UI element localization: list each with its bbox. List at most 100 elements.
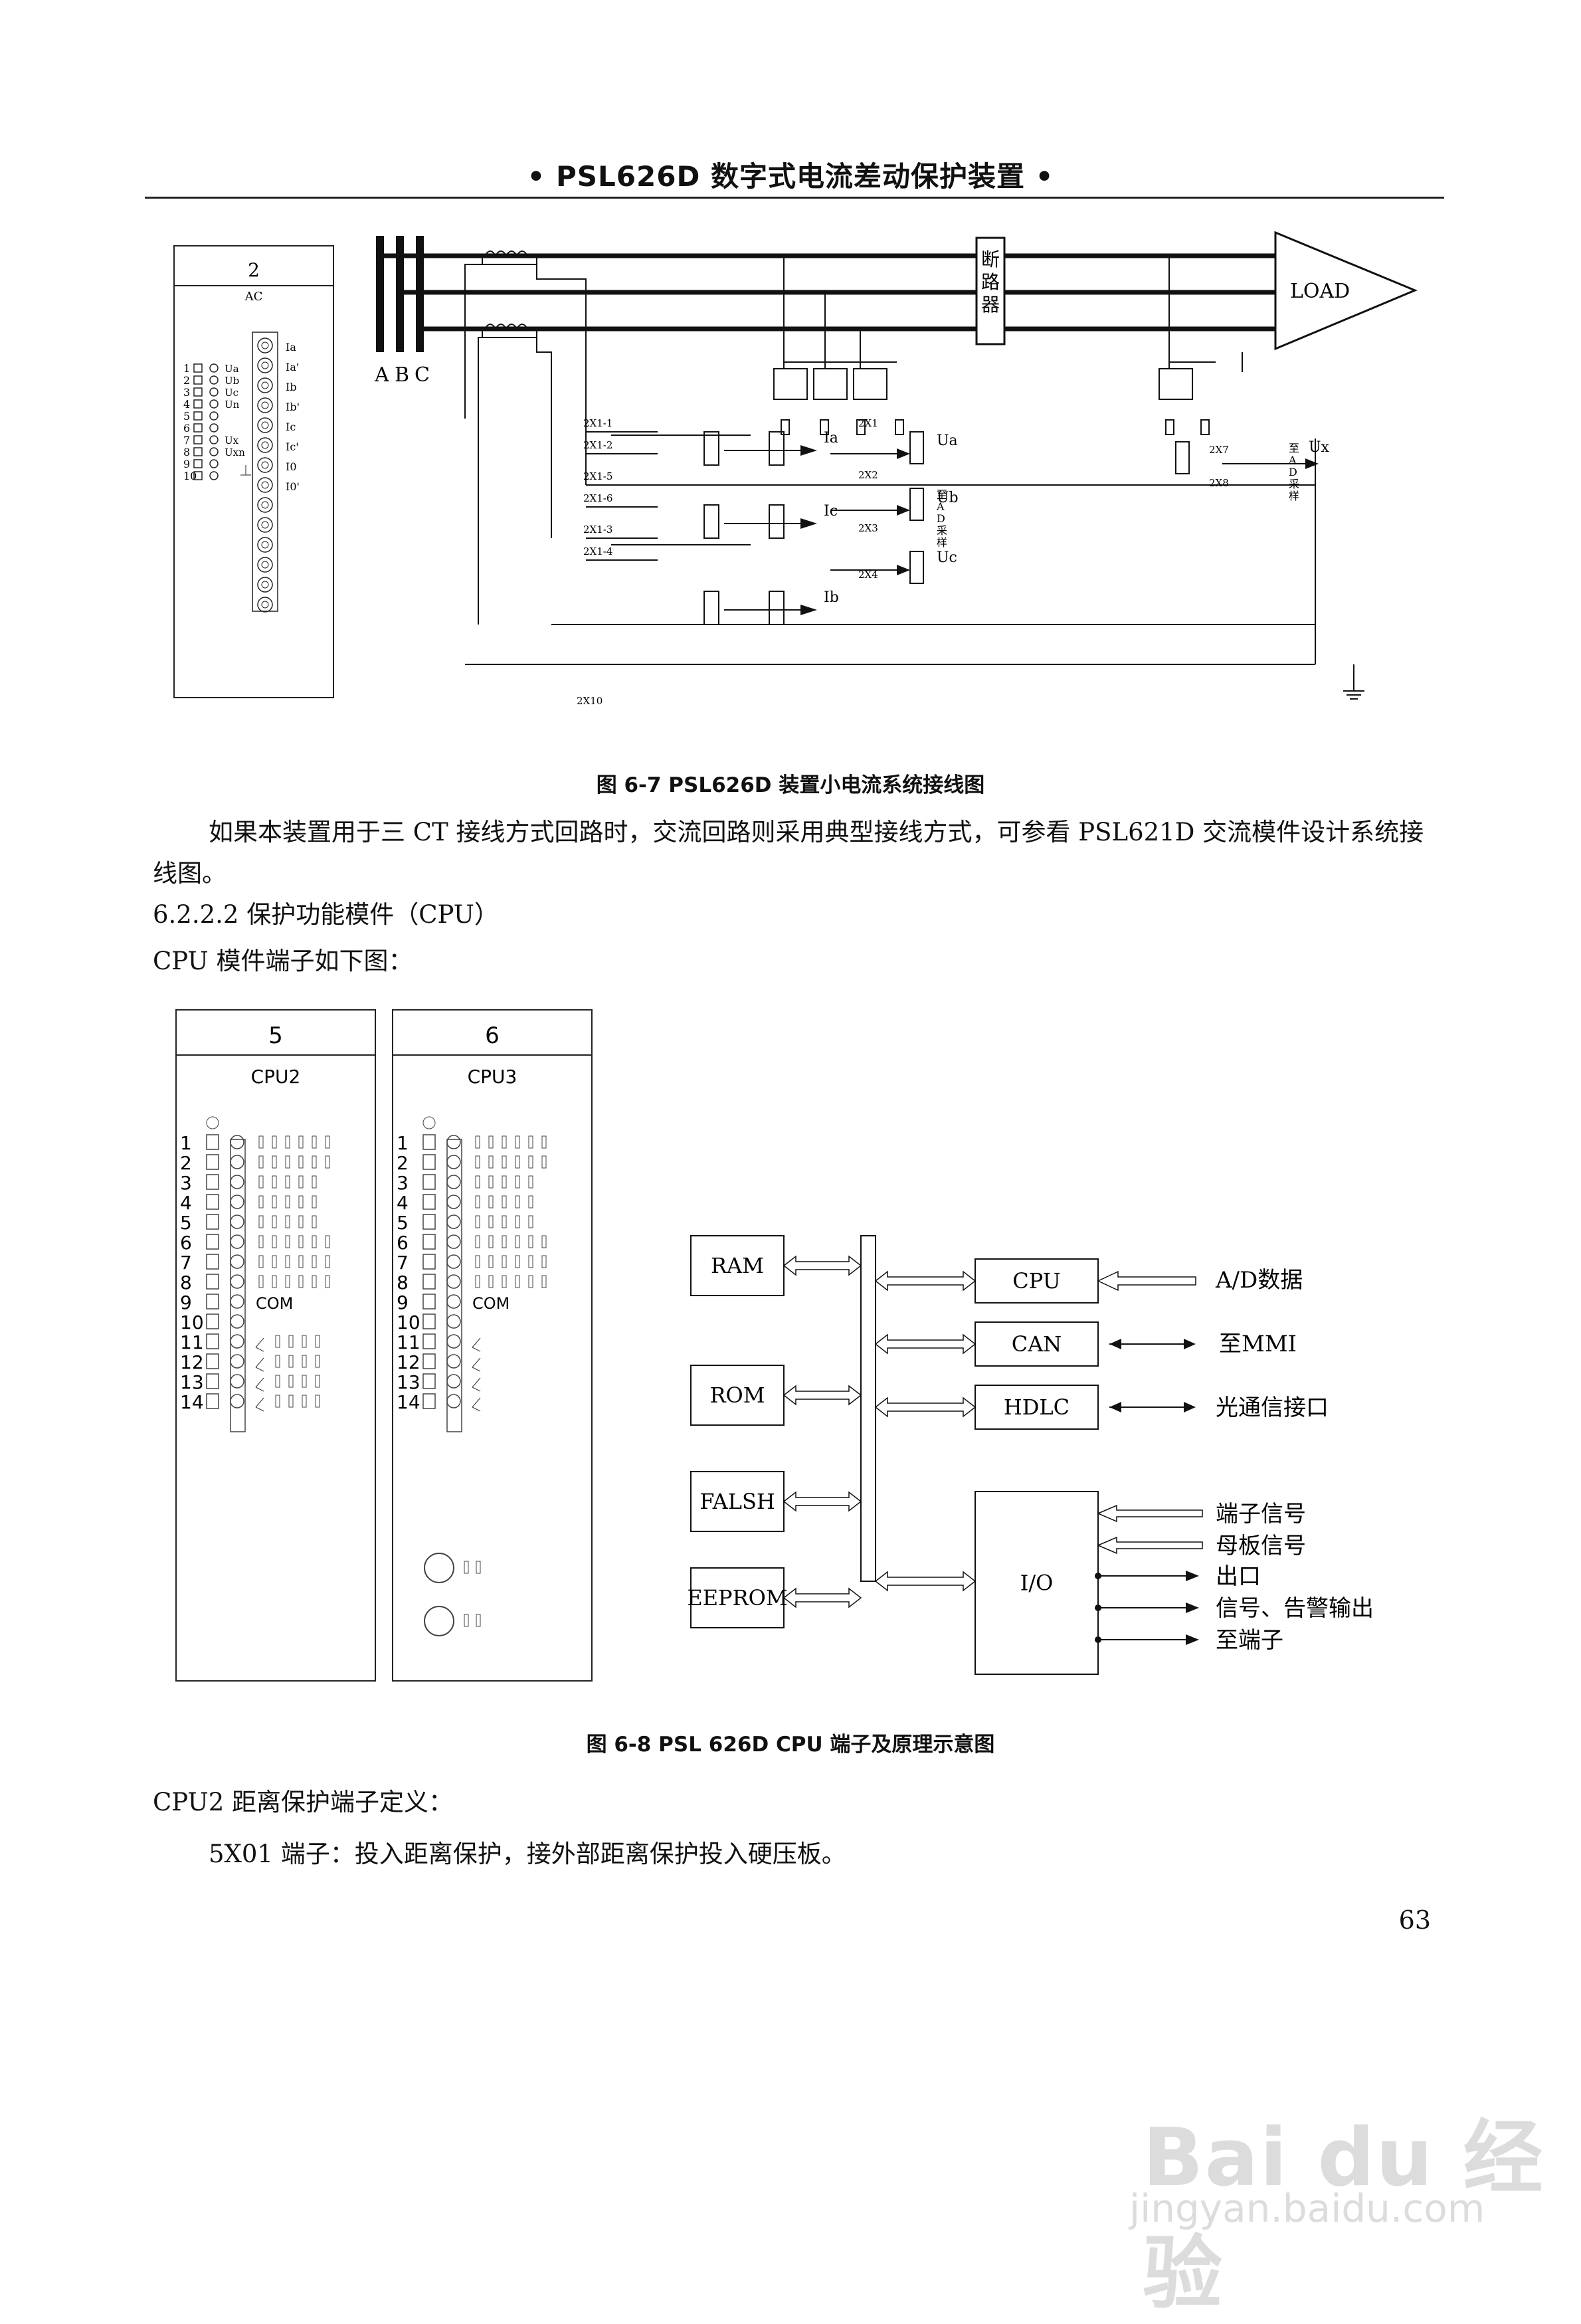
terminal-box xyxy=(193,411,203,421)
terminal-left-label: Uxn xyxy=(225,446,245,458)
signal-lines xyxy=(724,450,1309,611)
page-number: 63 xyxy=(1398,1905,1431,1935)
terminal-box xyxy=(193,387,203,397)
current-terminal-label: 2X1-4 xyxy=(583,545,612,557)
module-name-label: AC xyxy=(244,290,263,304)
current-arrows xyxy=(800,445,1319,615)
optical-interface-label: 光通信接口 xyxy=(1216,1395,1329,1421)
bus-arrow xyxy=(783,1587,862,1608)
terminal-screw xyxy=(446,1394,461,1408)
terminal-number: 6 xyxy=(180,1232,192,1254)
terminal-screw-inner xyxy=(261,561,269,569)
terminal-screw xyxy=(209,411,219,421)
terminal-screw xyxy=(446,1195,461,1209)
phase-b-label: B xyxy=(395,363,409,387)
terminal-box xyxy=(422,1194,436,1210)
terminal-box xyxy=(422,1393,436,1409)
io-label: 至端子 xyxy=(1216,1627,1283,1654)
terminal-screw xyxy=(257,597,273,613)
rom-block-label: ROM xyxy=(709,1383,765,1408)
terminal-screw xyxy=(230,1354,244,1369)
terminal-number: 9 xyxy=(180,1292,192,1313)
bus-arrow xyxy=(874,1571,976,1592)
terminal-box xyxy=(193,399,203,409)
terminal-screw xyxy=(230,1155,244,1169)
terminal-screw xyxy=(257,338,273,353)
terminal-number: 1 xyxy=(180,1132,192,1154)
terminal-box xyxy=(193,435,203,444)
terminal-box xyxy=(422,1333,436,1349)
current-terminal-label: 2X1-1 xyxy=(583,417,612,429)
terminal-number: 8 xyxy=(397,1272,409,1294)
terminal-number: 2 xyxy=(183,374,190,387)
terminal-screw xyxy=(257,557,273,573)
terminal-screw xyxy=(209,375,219,385)
terminal-number: 11 xyxy=(397,1331,420,1353)
terminal-number: 5 xyxy=(397,1212,409,1234)
terminal-screw xyxy=(209,435,219,444)
terminal-screw-inner xyxy=(261,501,269,509)
terminal-box xyxy=(206,1214,219,1230)
terminal-screw-inner xyxy=(261,581,269,589)
terminal-right-label: Ia xyxy=(286,341,296,353)
current-terminal-label: 2X1-6 xyxy=(583,492,612,504)
terminal-screw xyxy=(257,457,273,473)
terminal-box xyxy=(422,1154,436,1170)
terminal-box xyxy=(193,471,203,480)
io-label: 端子信号 xyxy=(1216,1501,1306,1527)
terminal-screw xyxy=(230,1394,244,1408)
page-header-title: • PSL626D 数字式电流差动保护装置 • xyxy=(527,160,1054,193)
current-wiring xyxy=(464,264,1316,665)
terminal-screw-inner xyxy=(261,341,269,349)
terminal-box xyxy=(422,1214,436,1230)
terminal-screw-inner xyxy=(261,401,269,409)
terminal-box xyxy=(206,1194,219,1210)
paragraph-3: 5X01 端子：投入距离保护，接外部距离保护投入硬压板。 xyxy=(209,1840,846,1868)
terminal-screw xyxy=(209,399,219,409)
terminal-box xyxy=(206,1373,219,1389)
terminal-screw xyxy=(257,517,273,533)
terminal-number: 2 xyxy=(397,1152,409,1174)
terminal-screw xyxy=(257,477,273,493)
terminal-strip xyxy=(252,332,278,612)
current-terminal-label: 2X1-2 xyxy=(583,439,612,451)
hdlc-block xyxy=(975,1385,1099,1430)
terminal-number: 1 xyxy=(397,1132,409,1154)
bus-arrow xyxy=(874,1333,976,1355)
terminal-number: 4 xyxy=(180,1192,192,1214)
terminal-number: 13 xyxy=(180,1371,204,1393)
voltage-terminal-label: 2X2 xyxy=(858,469,878,481)
module-number-label: 6 xyxy=(485,1022,500,1049)
mmi-label: 至MMI xyxy=(1219,1331,1297,1357)
terminal-screw xyxy=(209,471,219,480)
fuses xyxy=(781,419,1210,435)
terminal-right-label: Ic xyxy=(286,421,296,433)
terminal-right-label: Ib' xyxy=(286,401,300,413)
paragraph-1: 如果本装置用于三 CT 接线方式回路时，交流回路则采用典型接线方式，可参看 PS… xyxy=(153,818,1424,888)
terminal-screw xyxy=(257,497,273,513)
terminal-right-label: Ic' xyxy=(286,440,299,453)
terminal-screw xyxy=(230,1214,244,1229)
ux-signal-label: Ux xyxy=(1309,439,1330,456)
module-name-label: CPU3 xyxy=(468,1066,517,1088)
terminal-left-label: Ub xyxy=(225,375,239,387)
terminal-box xyxy=(206,1254,219,1270)
cpu-block xyxy=(975,1258,1099,1304)
terminal-number: 11 xyxy=(180,1331,204,1353)
terminal-box xyxy=(422,1294,436,1309)
bus-arrow xyxy=(783,1491,862,1512)
terminal-number: 6 xyxy=(397,1232,409,1254)
terminal-screw-inner xyxy=(261,361,269,369)
terminal-screw xyxy=(230,1374,244,1389)
current-signal-label: Ia xyxy=(824,430,838,446)
voltage-aux-vts xyxy=(909,431,1190,584)
terminal-box xyxy=(206,1274,219,1290)
terminal-screw xyxy=(209,459,219,468)
current-signal-label: Ic xyxy=(824,503,838,520)
